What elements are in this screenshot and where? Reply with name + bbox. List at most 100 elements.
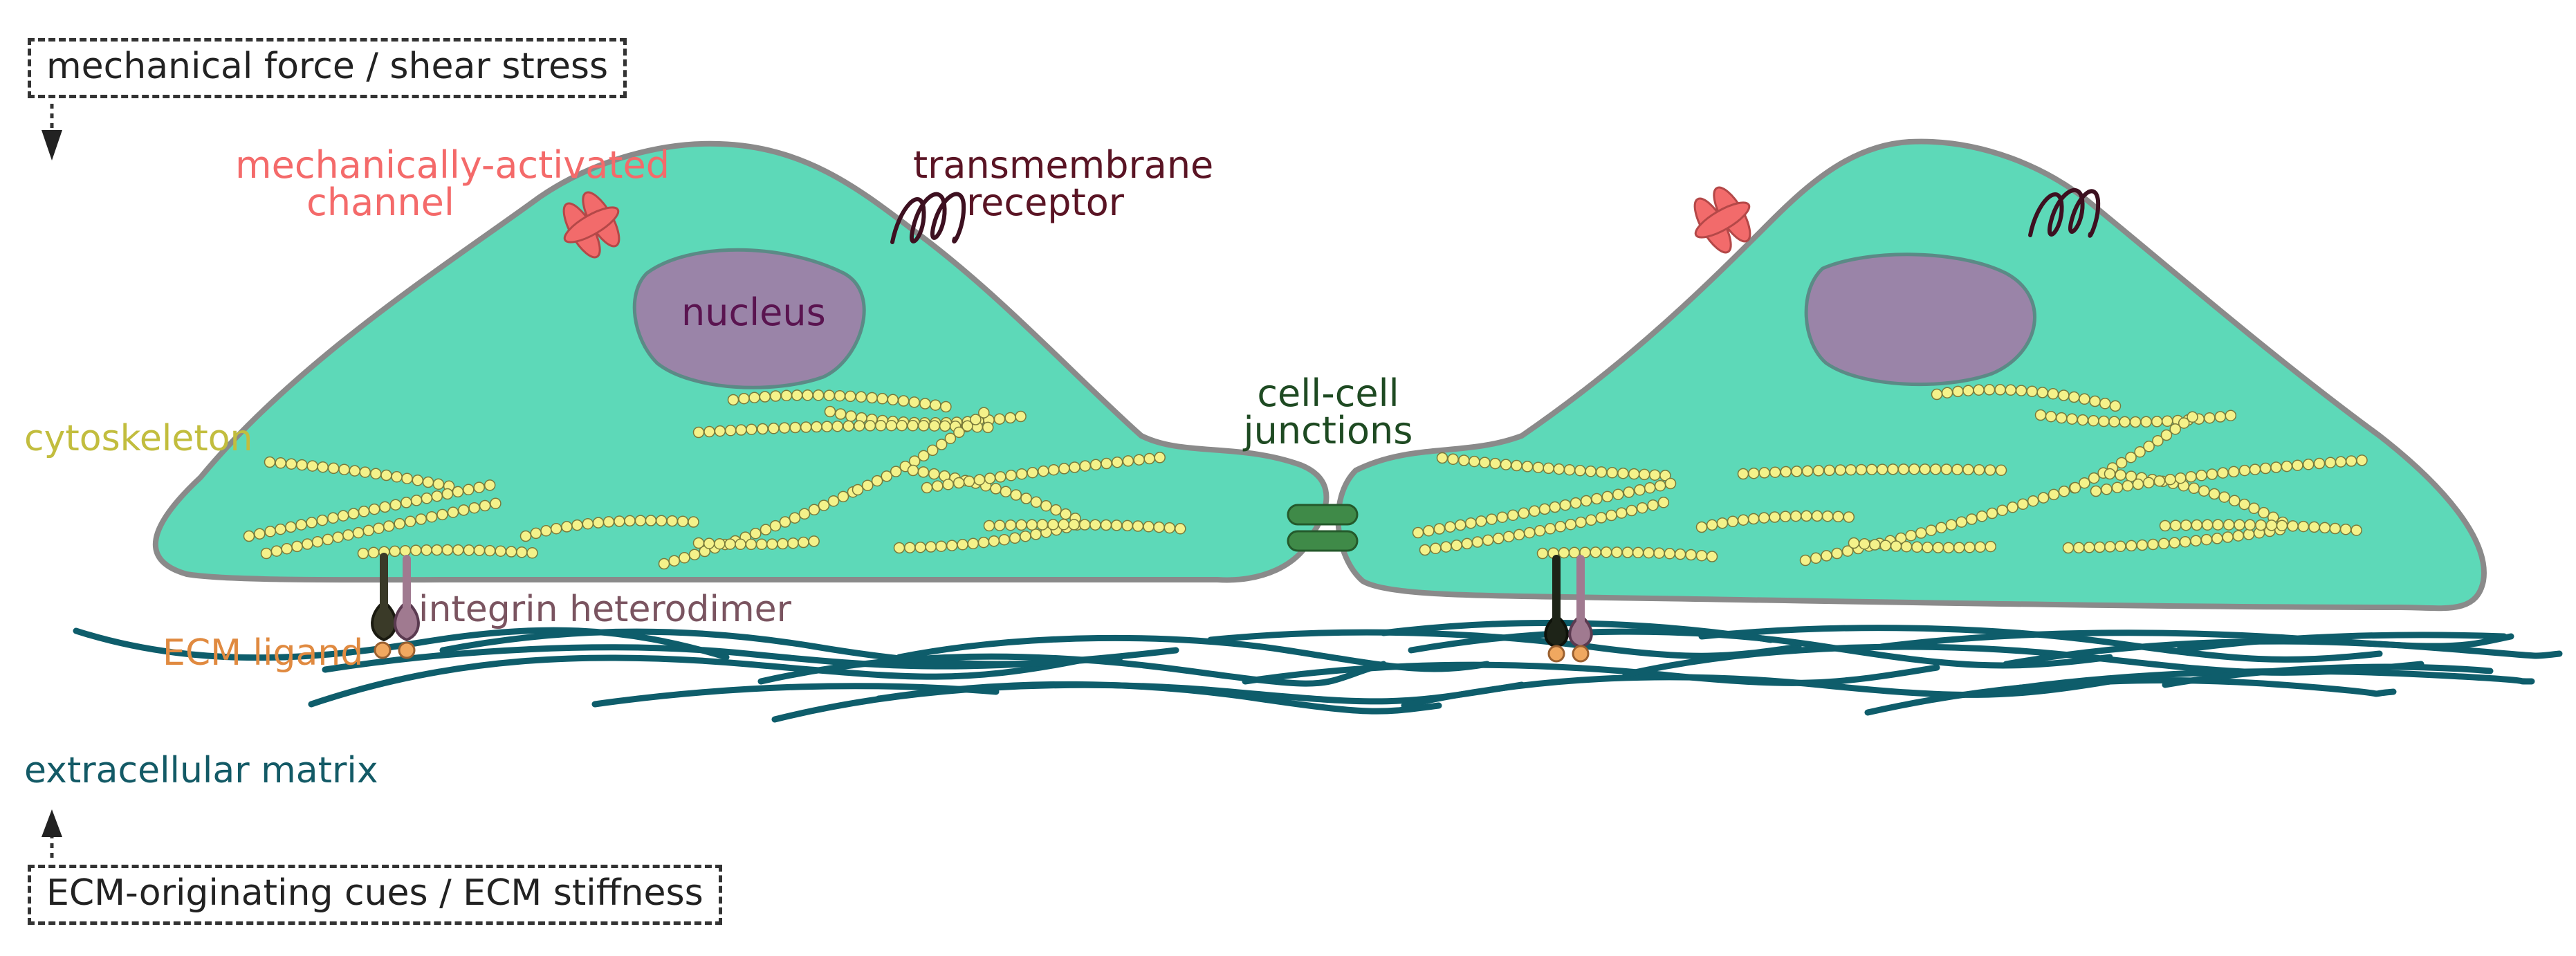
cytoskeleton-bead [1831, 547, 1843, 560]
cytoskeleton-bead [1769, 466, 1781, 478]
ecm-fiber [896, 634, 1491, 672]
cytoskeleton-bead [688, 516, 699, 528]
cytoskeleton-bead [2027, 495, 2039, 507]
cytoskeleton-bead [473, 481, 485, 493]
cytoskeleton-bead [703, 425, 715, 438]
cytoskeleton-bead [295, 519, 307, 531]
cytoskeleton-bead [2055, 412, 2068, 424]
cytoskeleton-bead [787, 537, 799, 549]
cytoskeleton-bead [1695, 549, 1708, 562]
cytoskeleton-bead [1737, 468, 1749, 480]
cytoskeleton-bead [1030, 528, 1042, 540]
cytoskeleton-bead [1674, 548, 1686, 560]
cytoskeleton-bead [2227, 466, 2240, 478]
cytoskeleton-bead [311, 535, 324, 548]
cytoskeleton-bead [887, 394, 899, 406]
cytoskeleton-bead [2108, 416, 2120, 428]
cytoskeleton-bead [1834, 464, 1846, 476]
ecm-ligand-right-b [1572, 645, 1590, 663]
cytoskeleton-bead [1511, 459, 1522, 472]
cytoskeleton-bead [373, 522, 385, 534]
cytoskeleton-bead [2212, 519, 2224, 531]
cytoskeleton-bead [2045, 410, 2057, 423]
cytoskeleton-bead [1595, 512, 1608, 524]
cytoskeleton-bead [2191, 519, 2203, 531]
cytoskeleton-bead [800, 421, 812, 433]
cytoskeleton-bead [918, 420, 930, 432]
cytoskeleton-bead [1617, 467, 1629, 479]
cytoskeleton-bead [516, 546, 528, 558]
cytoskeleton-bead [779, 516, 791, 528]
cytoskeleton-bead [1951, 463, 1963, 475]
cytoskeleton-bead [1038, 465, 1049, 477]
cytoskeleton-bead [1695, 521, 1708, 533]
ecm-fiber [2175, 632, 2508, 654]
cytoskeleton-bead [1143, 521, 1154, 533]
cytoskeleton-bead [1654, 479, 1666, 492]
cytoskeleton-bead [1100, 519, 1112, 531]
cytoskeleton-bead [1621, 546, 1634, 558]
cytoskeleton-bead [1632, 546, 1644, 559]
cytoskeleton-bead [389, 545, 401, 558]
cytoskeleton-bead [2244, 519, 2256, 531]
cytoskeleton-bead [1079, 460, 1092, 472]
cytoskeleton-bead [380, 469, 392, 481]
cytoskeleton-bead [1664, 548, 1676, 560]
cytoskeleton-bead [962, 420, 973, 432]
cytoskeleton-bead [2313, 457, 2326, 470]
cytoskeleton-bead [703, 537, 715, 549]
cytoskeleton-bead [1941, 387, 1953, 398]
cytoskeleton-bead [431, 490, 443, 502]
cytoskeleton-bead [2345, 455, 2357, 467]
cytoskeleton-bead [1419, 544, 1431, 556]
cytoskeleton-bead [1843, 511, 1855, 523]
cytoskeleton-bead [1027, 466, 1038, 479]
cytoskeleton-bead [1845, 463, 1857, 476]
cytoskeleton-bead [1502, 531, 1515, 542]
ecm-fiber [591, 683, 1000, 708]
cytoskeleton-bead [1430, 542, 1442, 555]
cytoskeleton-bead [275, 523, 286, 535]
cytoskeleton-bead [978, 407, 990, 419]
cytoskeleton-bead [505, 546, 517, 558]
cytoskeleton-bead [939, 420, 951, 432]
cytoskeleton-bead [399, 544, 412, 557]
cytoskeleton-bead [1791, 466, 1803, 477]
receptor-label-line1: transmembrane [913, 143, 1214, 187]
mechanically-activated-channel-label: mechanically-activated channel [235, 147, 670, 221]
cytoskeleton-bead [614, 515, 625, 527]
receptor-label-line2: receptor [966, 181, 1124, 224]
cytoskeleton-bead [1706, 519, 1718, 531]
cytoskeleton-bead [484, 479, 496, 491]
junctions-label-line2: junctions [1243, 409, 1413, 452]
ecm-fiber [1864, 677, 2397, 716]
cytoskeleton-bead [1444, 521, 1456, 533]
cytoskeleton-bead [1634, 484, 1646, 496]
cytoskeleton-bead [634, 515, 647, 526]
cytoskeleton-bead [2077, 414, 2089, 426]
cytoskeleton-bead [1591, 493, 1603, 505]
cytoskeleton-bead [808, 504, 820, 516]
cytoskeleton-bead [692, 426, 705, 439]
cytoskeleton-bead [2104, 541, 2116, 553]
cytoskeleton-bead [2160, 429, 2173, 441]
cytoskeleton-bead [367, 546, 380, 559]
cytoskeleton-bead [1585, 514, 1597, 526]
cytoskeleton-bead [881, 470, 893, 482]
cytoskeleton-bead [824, 405, 836, 418]
cell-cell-junctions-label: cell-cell junctions [1238, 375, 1418, 450]
cytoskeleton-bead [1832, 511, 1844, 523]
cytoskeleton-bead [1538, 503, 1551, 515]
cytoskeleton-bead [1727, 515, 1739, 528]
cytoskeleton-bead [1606, 509, 1617, 522]
cytoskeleton-bead [777, 537, 789, 550]
cytoskeleton-bead [441, 488, 454, 500]
cytoskeleton-bead [789, 421, 801, 434]
cytoskeleton-bead [2005, 384, 2017, 396]
cytoskeleton-bead [1876, 463, 1888, 475]
cytoskeleton-bead [1500, 459, 1512, 470]
cytoskeleton-bead [2229, 495, 2241, 506]
cytoskeleton-bead [447, 506, 459, 518]
cytoskeleton-bead [1638, 468, 1650, 481]
extracellular-matrix-fibers [73, 620, 2563, 723]
